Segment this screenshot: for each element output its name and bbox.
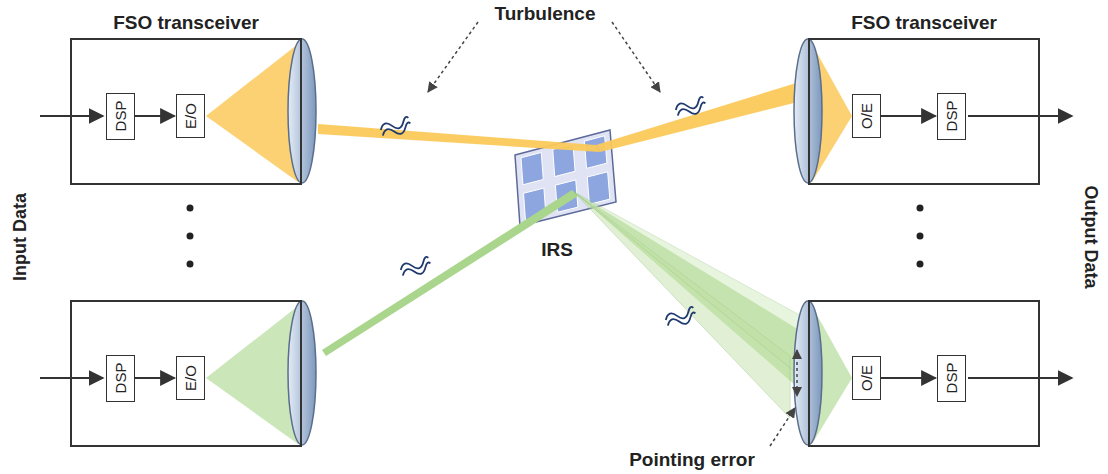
callout-label: Turbulence: [495, 3, 596, 25]
process-box: DSP: [937, 355, 966, 402]
graphic-path: [381, 121, 412, 140]
graphic-g: [674, 95, 707, 119]
signal-arrow: [881, 115, 936, 117]
process-box: E/O: [176, 94, 205, 138]
block-label: E/O: [182, 103, 199, 129]
graphic-line: [968, 115, 1072, 117]
process-box: O/E: [852, 94, 881, 138]
part-name: IRS: [541, 239, 573, 261]
transceiver-box: DSP E/O: [70, 300, 302, 447]
irs-element: [584, 136, 607, 169]
graphic-circle: [917, 261, 924, 268]
block-label: O/E: [858, 365, 875, 391]
green-beam: [322, 190, 578, 356]
graphic-g: [664, 305, 697, 329]
block-label: DSP: [943, 101, 960, 132]
transceiver-box: FSO transceiverDSPE/O: [70, 38, 302, 185]
block-label: O/E: [858, 103, 875, 129]
graphic-g: [399, 255, 432, 279]
graphic-line: [612, 22, 660, 92]
graphic-circle: [917, 205, 924, 212]
process-box: E/O: [176, 356, 205, 400]
graphic-path: [666, 311, 697, 330]
irs-element: [587, 172, 610, 204]
yellow-beam: [318, 124, 600, 152]
data-arrows: [40, 116, 1072, 378]
graphic-g: [379, 115, 412, 139]
transceiver-box: O/E DSP: [808, 300, 1040, 447]
light-cone: [206, 44, 298, 182]
process-box: DSP: [106, 93, 135, 140]
graphic-line: [428, 22, 478, 92]
graphic-circle: [187, 233, 194, 240]
block-label: DSP: [943, 363, 960, 394]
transceiver-heading: FSO transceiver: [113, 12, 259, 34]
process-box: O/E: [852, 356, 881, 400]
graphic-circle: [917, 233, 924, 240]
side-label: Input Data: [10, 193, 31, 281]
block-label: DSP: [112, 101, 129, 132]
block-label: DSP: [112, 363, 129, 394]
transceiver-box: FSO transceiverO/EDSP: [808, 38, 1040, 185]
light-cone: [206, 306, 298, 444]
process-box: DSP: [937, 93, 966, 140]
callout-label: Pointing error: [629, 449, 755, 471]
process-box: DSP: [106, 355, 135, 402]
signal-arrow: [881, 377, 936, 379]
lens: [288, 301, 316, 445]
signal-arrow: [135, 115, 175, 117]
irs-element: [521, 152, 543, 184]
graphic-circle: [187, 205, 194, 212]
yellow-beam: [596, 80, 806, 152]
graphic-path: [676, 101, 707, 120]
ellipsis-dots: [187, 205, 924, 268]
turbulence-symbols: [379, 95, 707, 329]
transceiver-heading: FSO transceiver: [851, 12, 997, 34]
block-label: E/O: [182, 365, 199, 391]
signal-arrow: [135, 377, 175, 379]
graphic-path: [401, 261, 432, 280]
side-label: Output Data: [1080, 186, 1101, 289]
graphic-line: [968, 377, 1072, 379]
graphic-line: [770, 408, 795, 446]
graphic-line: [796, 350, 798, 396]
lens: [288, 39, 316, 183]
graphic-circle: [187, 261, 194, 268]
leader-lines: [428, 22, 797, 446]
green-beam-shifted: [574, 192, 805, 380]
